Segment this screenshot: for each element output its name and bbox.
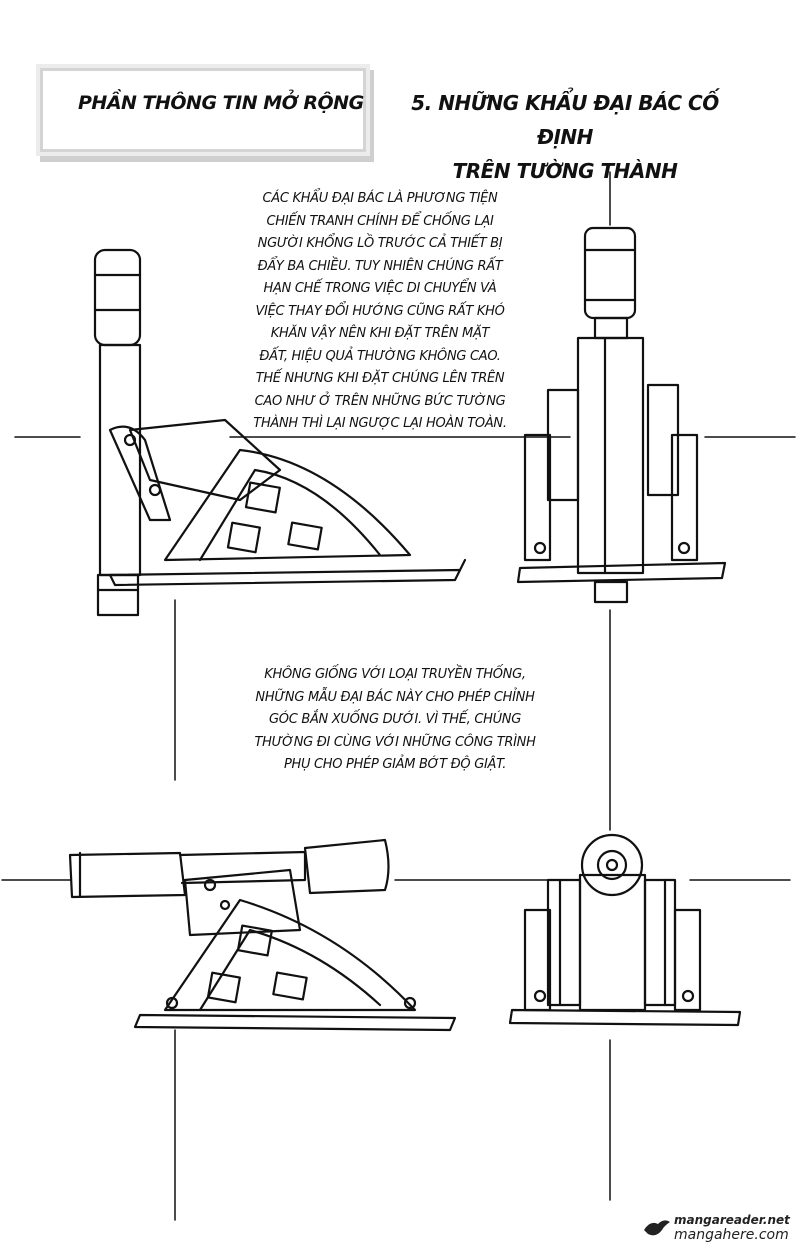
text-line: VIỆC THAY ĐỔI HƯỚNG CŨNG RẤT KHÓ [255, 303, 505, 319]
cannon-front-view-upright [516, 226, 727, 604]
title-line-1: 5. NHỮNG KHẨU ĐẠI BÁC CỐ ĐỊNH [411, 91, 719, 149]
section-label: PHẦN THÔNG TIN MỞ RỘNG [78, 92, 364, 114]
watermark: mangareader.net mangahere.com [640, 1212, 800, 1248]
watermark-line-1: mangareader.net [674, 1213, 790, 1227]
watermark-line-2: mangahere.com [674, 1227, 789, 1243]
cannon-side-view-upright [93, 248, 467, 617]
text-line: KHÔNG GIỐNG VỚI LOẠI TRUYỀN THỐNG, [264, 667, 526, 682]
text-line: CÁC KHẨU ĐẠI BÁC LÀ PHƯƠNG TIỆN [262, 191, 498, 206]
text-line: CHIẾN TRANH CHÍNH ĐỂ CHỐNG LẠI [266, 213, 494, 229]
article-title: 5. NHỮNG KHẨU ĐẠI BÁC CỐ ĐỊNH TRÊN TƯỜNG… [400, 86, 730, 188]
text-line: PHỤ CHO PHÉP GIẢM BỚT ĐỘ GIẬT. [283, 757, 507, 772]
text-line: ĐẤT, HIỆU QUẢ THƯỜNG KHÔNG CAO. [259, 348, 501, 364]
bird-logo-icon [644, 1220, 670, 1236]
text-line: THẾ NHƯNG KHI ĐẶT CHÚNG LÊN TRÊN [255, 371, 505, 386]
section-banner [40, 68, 366, 152]
text-line: THƯỜNG ĐI CÙNG VỚI NHỮNG CÔNG TRÌNH [254, 734, 536, 750]
text-line: CAO NHƯ Ở TRÊN NHỮNG BỨC TƯỜNG [254, 393, 506, 409]
text-line: THÀNH THÌ LẠI NGƯỢC LẠI HOÀN TOÀN. [253, 416, 507, 431]
title-line-2: TRÊN TƯỜNG THÀNH [452, 159, 678, 183]
text-line: NGƯỜI KHỔNG LỒ TRƯỚC CẢ THIẾT BỊ [257, 236, 503, 251]
text-line: GÓC BẮN XUỐNG DƯỚI. VÌ THẾ, CHÚNG [269, 712, 521, 727]
paragraph-top: CÁC KHẨU ĐẠI BÁC LÀ PHƯƠNG TIỆN CHIẾN TR… [220, 188, 540, 436]
text-line: HẠN CHẾ TRONG VIỆC DI CHUYỂN VÀ [263, 281, 497, 296]
text-line: KHĂN VẬY NÊN KHI ĐẶT TRÊN MẶT [270, 326, 490, 341]
text-line: ĐẨY BA CHIỀU. TUY NHIÊN CHÚNG RẤT [257, 258, 503, 274]
cannon-front-view-lowered [508, 833, 742, 1027]
text-line: NHỮNG MẪU ĐẠI BÁC NÀY CHO PHÉP CHỈNH [255, 689, 535, 705]
cannon-side-view-lowered [68, 838, 457, 1032]
guide-lines [1, 171, 796, 1221]
paragraph-middle: KHÔNG GIỐNG VỚI LOẠI TRUYỀN THỐNG, NHỮNG… [215, 664, 575, 777]
